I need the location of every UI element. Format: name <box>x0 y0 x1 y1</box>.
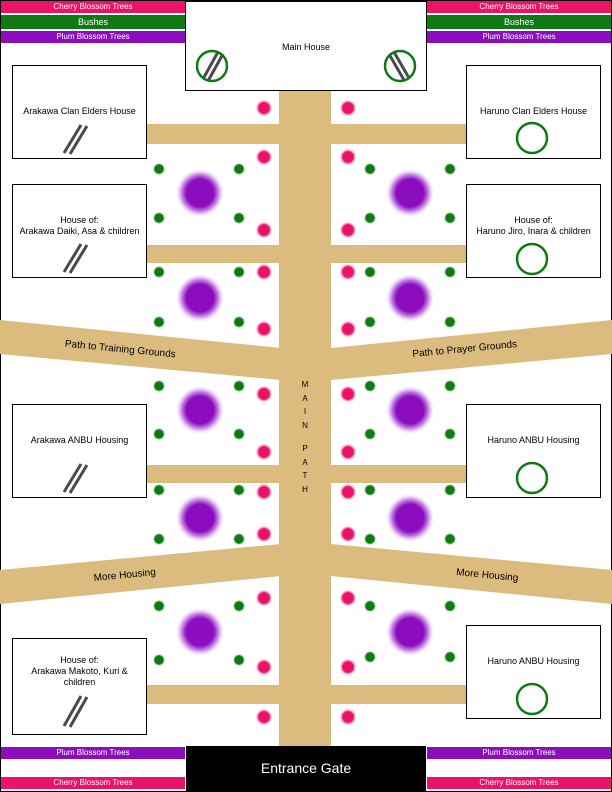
house-label: Arakawa Clan Elders House <box>23 106 136 116</box>
cherry-blossom-band: Cherry Blossom Trees <box>427 777 611 789</box>
main-path <box>279 90 331 792</box>
main-path-letter: T <box>302 471 308 480</box>
connector-path <box>146 465 466 483</box>
connector-path <box>146 685 466 704</box>
arakawa-anbu-housing: Arakawa ANBU Housing <box>12 404 147 498</box>
main-path-letter: A <box>302 393 308 403</box>
crossed-sticks-icon <box>62 243 89 274</box>
house-label-line: Arakawa Daiki, Asa & children <box>19 226 140 236</box>
cherry-blossom-band: Cherry Blossom Trees <box>1 1 185 13</box>
house-label: Haruno ANBU Housing <box>487 435 580 445</box>
crossed-sticks-icon <box>62 124 89 155</box>
haruno-clan-elders-house: Haruno Clan Elders House <box>466 65 601 159</box>
plum-blossom-band: Plum Blossom Trees <box>427 31 611 43</box>
house-label-line: children <box>63 677 96 687</box>
green-circle-icon <box>515 682 549 716</box>
main-path-letter: H <box>302 484 308 494</box>
entrance-gate-label: Entrance Gate <box>260 760 352 776</box>
crossed-sticks-icon <box>62 695 89 728</box>
bushes-band: Bushes <box>1 15 185 29</box>
plum-blossom-band: Plum Blossom Trees <box>427 747 611 759</box>
bushes-band: Bushes <box>427 15 611 29</box>
main-path-letter: P <box>302 444 308 453</box>
cherry-blossom-band: Cherry Blossom Trees <box>1 777 185 789</box>
main-path-letter: N <box>302 420 308 430</box>
crossed-sticks-in-green-circle-icon <box>195 49 229 83</box>
connector-path <box>146 124 466 144</box>
entrance-gate: Entrance Gate <box>186 746 426 792</box>
house-label-line: House of: <box>514 215 553 225</box>
connector-path <box>146 245 466 263</box>
green-circle-icon <box>515 121 549 155</box>
main-path-label: M A I N P A T H <box>300 378 310 496</box>
house-label-line: Arakawa Makoto, Kuri & <box>31 666 128 676</box>
crossed-sticks-in-green-circle-icon <box>383 49 417 83</box>
arakawa-daiki-asa-house: House of: Arakawa Daiki, Asa & children <box>12 184 147 278</box>
main-house: Main House <box>185 1 427 91</box>
main-path-letter: I <box>303 407 307 416</box>
arakawa-makoto-kuri-house: House of: Arakawa Makoto, Kuri & childre… <box>12 638 147 735</box>
green-circle-icon <box>515 242 549 276</box>
haruno-anbu-housing: Haruno ANBU Housing <box>466 404 601 498</box>
house-label: Haruno ANBU Housing <box>487 656 580 666</box>
green-circle-icon <box>515 461 549 495</box>
main-path-letter: M <box>301 380 309 389</box>
plum-blossom-band: Plum Blossom Trees <box>1 31 185 43</box>
main-path-letter: A <box>302 457 308 467</box>
house-label: Arakawa ANBU Housing <box>30 435 129 445</box>
main-house-label: Main House <box>281 42 331 52</box>
house-label-line: House of: <box>60 655 99 665</box>
house-label-line: Haruno Jiro, Inara & children <box>476 226 591 236</box>
house-label-line: House of: <box>60 215 99 225</box>
cherry-blossom-band: Cherry Blossom Trees <box>427 1 611 13</box>
plum-blossom-band: Plum Blossom Trees <box>1 747 185 759</box>
crossed-sticks-icon <box>62 463 89 494</box>
haruno-jiro-inara-house: House of: Haruno Jiro, Inara & children <box>466 184 601 278</box>
haruno-anbu-housing: Haruno ANBU Housing <box>466 625 601 719</box>
house-label: Haruno Clan Elders House <box>479 106 588 116</box>
arakawa-clan-elders-house: Arakawa Clan Elders House <box>12 65 147 159</box>
